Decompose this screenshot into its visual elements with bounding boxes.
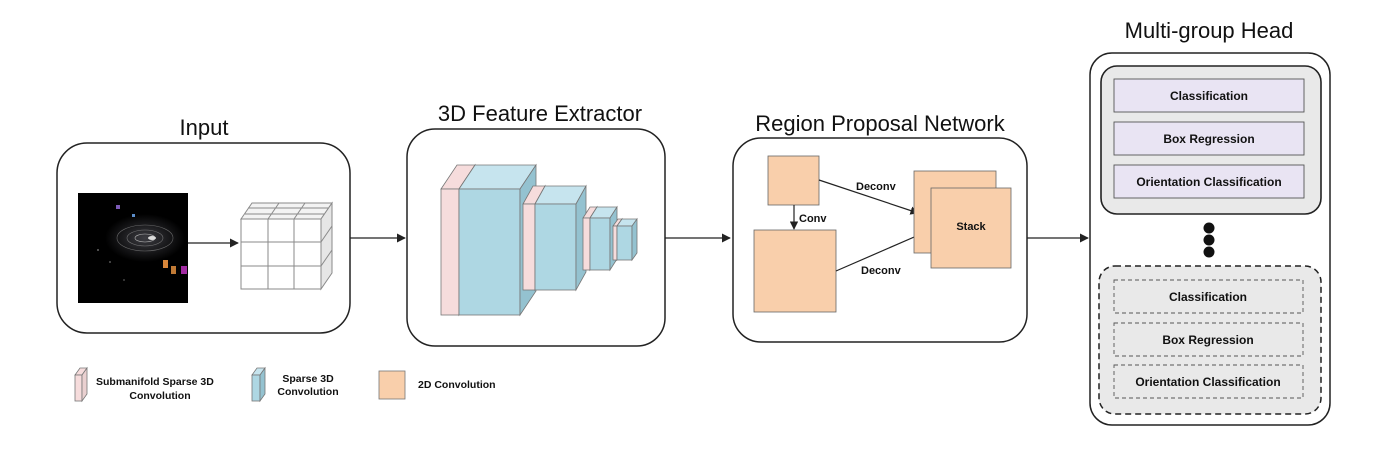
head-group-dashed: Classification Box Regression Orientatio…	[1098, 265, 1322, 415]
legend-submanifold-label-line2: Convolution	[129, 390, 190, 402]
rpn-title: Region Proposal Network	[755, 111, 1005, 136]
head-group-1-item-3-label: Orientation Classification	[1136, 175, 1281, 189]
legend-2d-conv-swatch	[378, 370, 406, 400]
head-group-2-item-2-label: Box Regression	[1162, 333, 1253, 347]
input-section: Input	[56, 115, 351, 334]
legend-submanifold-swatch	[74, 366, 88, 403]
rpn-large-feature-map	[753, 229, 837, 313]
legend-submanifold-label-line1: Submanifold Sparse 3D	[96, 376, 214, 388]
head-group-2-item-3	[1113, 364, 1304, 399]
deconv-top-arrow	[818, 179, 919, 215]
head-group-1-item-3	[1113, 164, 1305, 199]
legend-sparse-label-line1: Sparse 3D	[282, 373, 334, 385]
stack-label: Stack	[956, 221, 986, 233]
head-group-1-item-1-label: Classification	[1170, 89, 1248, 103]
rpn-small-feature-map	[767, 155, 820, 206]
deconv-top-label: Deconv	[856, 181, 897, 193]
deconv-bottom-label: Deconv	[861, 265, 902, 277]
multi-group-head-section: Multi-group Head Classification Box Regr…	[1089, 18, 1331, 426]
conv-block-4	[612, 217, 638, 262]
head-group-1-item-2	[1113, 121, 1305, 156]
legend: Submanifold Sparse 3D Convolution Sparse…	[74, 366, 496, 403]
head-group-2-item-3-label: Orientation Classification	[1135, 375, 1280, 389]
stack-front-map	[930, 187, 1012, 269]
legend-sparse-label-line2: Convolution	[277, 386, 338, 398]
head-group-solid: Classification Box Regression Orientatio…	[1100, 65, 1322, 215]
deconv-bottom-arrow	[835, 230, 929, 272]
conv-label: Conv	[799, 213, 827, 225]
feature-extractor-section: 3D Feature Extractor	[406, 101, 666, 347]
head-group-2-item-1-label: Classification	[1169, 290, 1247, 304]
extractor-title: 3D Feature Extractor	[438, 101, 642, 126]
rpn-section: Region Proposal Network Conv Deconv Deco…	[732, 111, 1028, 343]
conv-block-3	[582, 205, 618, 272]
legend-2d-conv-label: 2D Convolution	[418, 379, 496, 391]
head-group-2-item-1	[1113, 279, 1304, 314]
head-group-1-item-1	[1113, 78, 1305, 113]
lidar-point-cloud-image	[78, 193, 188, 303]
legend-sparse-swatch	[251, 366, 266, 403]
conv-block-1	[440, 163, 537, 317]
head-title: Multi-group Head	[1125, 18, 1294, 43]
head-group-1-item-2-label: Box Regression	[1163, 132, 1254, 146]
input-title: Input	[180, 115, 229, 140]
voxel-grid-cube	[240, 201, 333, 291]
conv-block-2	[522, 184, 587, 292]
ellipsis-dots	[1203, 222, 1215, 258]
head-group-2-item-2	[1113, 322, 1304, 357]
